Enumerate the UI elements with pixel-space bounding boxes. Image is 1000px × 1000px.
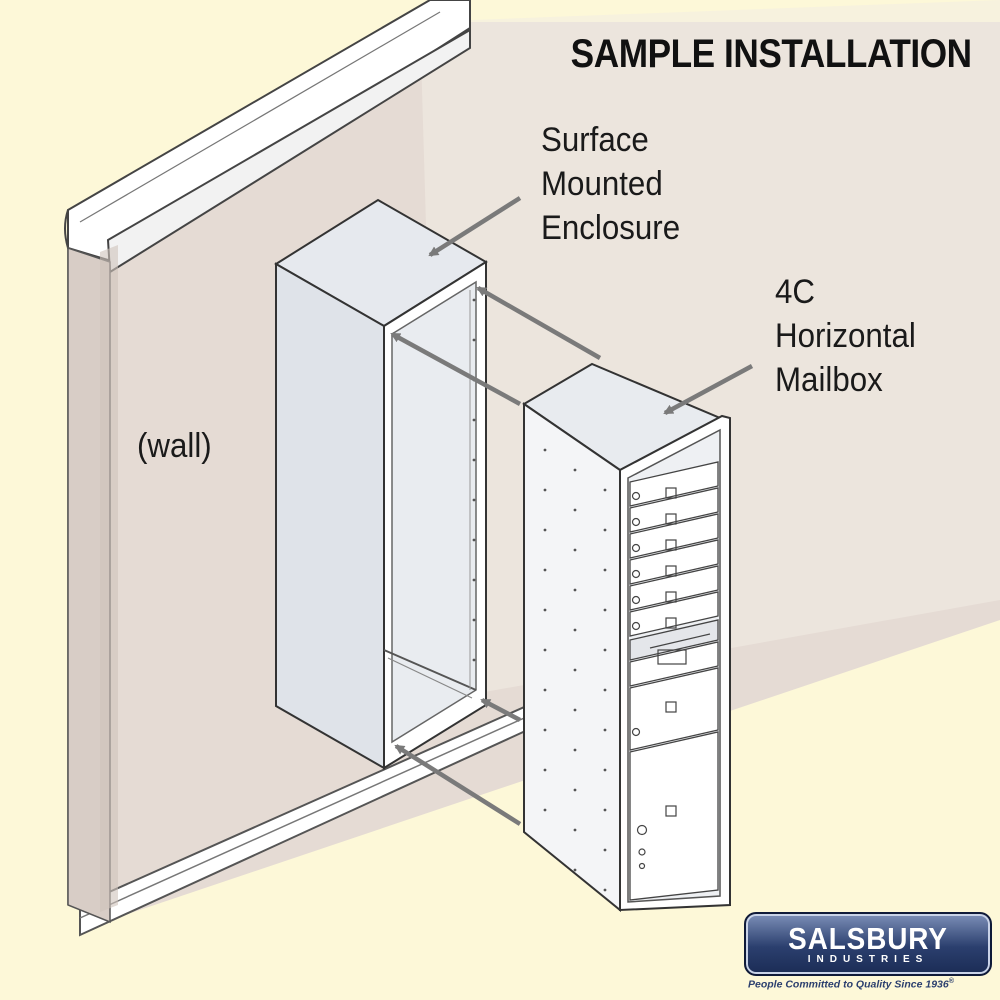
arrow-bottom-left [394, 744, 522, 826]
page-title: SAMPLE INSTALLATION [571, 32, 972, 76]
registered-mark: ® [948, 978, 954, 985]
logo-name: SALSBURY [788, 921, 948, 956]
arrows [390, 196, 754, 826]
enclosure-label-line: Mounted [541, 165, 663, 203]
logo-tagline-line: People Committed to Quality Since 1936® [748, 978, 954, 991]
mailbox-label-line: Horizontal [775, 317, 916, 355]
wall-label: (wall) [137, 427, 212, 465]
mailbox-label-line: Mailbox [775, 361, 883, 399]
enclosure-label-line: Surface [541, 121, 649, 159]
logo-tagline: People Committed to Quality Since 1936 [748, 978, 949, 991]
arrow-top-left [390, 332, 522, 406]
mailbox-label-line: 4C [775, 273, 815, 311]
arrow-mailbox-label [663, 364, 754, 415]
surface-mounted-enclosure [274, 198, 488, 770]
salsbury-logo: SALSBURY INDUSTRIES [744, 912, 992, 976]
enclosure-label-line: Enclosure [541, 209, 681, 247]
mailbox-label: 4C Horizontal Mailbox [775, 270, 916, 402]
arrow-bottom-right [480, 698, 522, 722]
arrow-enclosure-label [428, 196, 522, 257]
enclosure-label: Surface Mounted Enclosure [541, 118, 680, 250]
arrow-top-right [476, 286, 602, 360]
mailbox-door [629, 461, 719, 637]
logo-subtitle: INDUSTRIES [807, 954, 929, 965]
4c-horizontal-mailbox [522, 362, 731, 913]
